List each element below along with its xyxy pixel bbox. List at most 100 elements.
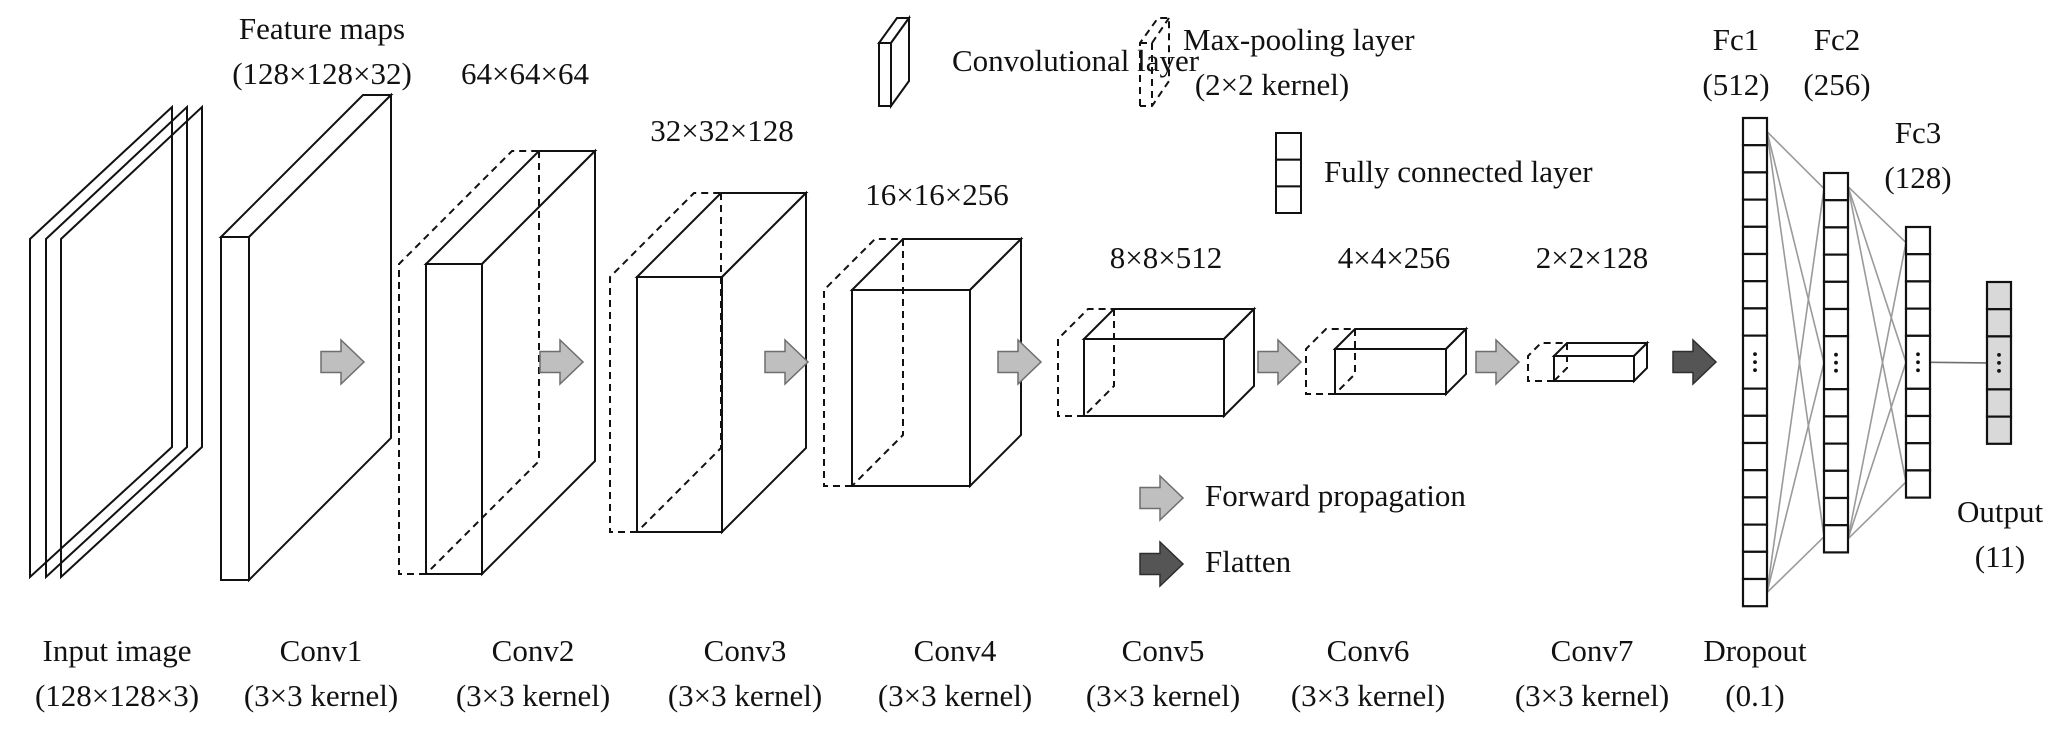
conv7-hidden-edge (1553, 343, 1568, 382)
fc2-neuron (1822, 388, 1850, 418)
legend-conv-label: Convolutional layer (952, 43, 1200, 78)
legend-arrows (1139, 474, 1185, 588)
conv6-shape-label: 4×4×256 (1338, 240, 1450, 275)
fc1-neuron (1741, 280, 1769, 310)
arrow-conv1-conv2-forward-icon (320, 338, 366, 386)
fc3-neuron (1904, 442, 1932, 472)
fc3-layer (1904, 225, 1932, 499)
vertical-ellipsis-icon (1997, 353, 2001, 373)
fc2-fc3-connection (1847, 186, 1907, 363)
legend-fc: Fully connected layer (1275, 132, 1593, 214)
vertical-ellipsis-icon (1753, 352, 1757, 372)
conv5-front-face (1083, 338, 1225, 417)
legend-flatten-label: Flatten (1205, 544, 1292, 579)
conv1-shape-label: (128×128×32) (232, 56, 412, 91)
fc1-neuron (1741, 469, 1769, 499)
conv6-conv-box (1332, 326, 1469, 397)
fc1-neuron (1741, 198, 1769, 228)
conv4-layer-detail: (3×3 kernel) (878, 678, 1032, 713)
arrow-conv2-conv3-forward-icon (539, 338, 585, 386)
output-neuron (1985, 280, 2013, 311)
conv7-conv-box (1551, 340, 1650, 384)
conv1-side-face (248, 92, 392, 583)
fc3-output-connection (1929, 361, 1988, 364)
conv2-conv-box (423, 148, 598, 577)
fc2-neuron (1822, 253, 1850, 283)
input-layer-name: Input image (43, 633, 192, 668)
conv5-conv-box (1081, 306, 1257, 419)
conv7-layer-name: Conv7 (1551, 633, 1634, 668)
fc1-neuron (1741, 523, 1769, 553)
conv-blocks (218, 92, 1650, 583)
feature-maps-label: Feature maps (239, 11, 405, 46)
legend-flatten-arrow-icon (1139, 540, 1185, 588)
input-plane-1 (29, 104, 173, 580)
fc2-layer (1822, 171, 1850, 554)
vertical-ellipsis-icon (1834, 352, 1838, 373)
fc1-neuron (1741, 496, 1769, 526)
fully-connected-layer-icon (1275, 132, 1302, 214)
fc1-neuron (1741, 144, 1769, 174)
conv5-layer-name: Conv5 (1122, 633, 1205, 668)
conv1-layer-name: Conv1 (280, 633, 363, 668)
fc2-neuron (1822, 307, 1850, 338)
fc1-fc2-connection (1766, 188, 1825, 593)
fc2-label: Fc2 (1814, 22, 1861, 57)
arrow-conv6-conv7-forward-icon (1475, 338, 1521, 386)
fc2-fc3-connection (1847, 186, 1907, 483)
fc1-label: Fc1 (1713, 22, 1760, 57)
conv2-layer-detail: (3×3 kernel) (456, 678, 610, 713)
fc3-neuron (1904, 280, 1932, 310)
fc1-neuron (1741, 441, 1769, 472)
conv3-block (609, 190, 809, 535)
conv6-layer-detail: (3×3 kernel) (1291, 678, 1445, 713)
arrow-conv3-conv4-forward-icon (764, 338, 810, 386)
flatten-arrow-icon (1672, 338, 1718, 386)
output-units: (11) (1975, 539, 2026, 574)
conv5-block (1057, 306, 1257, 419)
fc3-neuron (1904, 469, 1932, 499)
conv5-shape-label: 8×8×512 (1110, 240, 1222, 275)
input-image-planes (29, 104, 203, 580)
fc1-layer (1741, 116, 1769, 608)
fc2-fc3-connection (1847, 481, 1907, 540)
fc2-neuron (1822, 199, 1850, 229)
fc3-neuron (1904, 307, 1932, 337)
fc1-fc2-connection (1766, 131, 1825, 537)
fc2-units: (256) (1803, 67, 1870, 102)
conv4-layer-name: Conv4 (914, 633, 997, 668)
arrow-conv5-conv6-forward-icon (1257, 338, 1303, 386)
output-neuron (1985, 308, 2013, 338)
conv6-block (1305, 326, 1469, 397)
conv4-block (823, 236, 1024, 489)
conv5-layer-detail: (3×3 kernel) (1086, 678, 1240, 713)
fc1-neuron (1741, 550, 1769, 581)
fc2-fc3-connection (1847, 362, 1907, 540)
conv1-block (218, 92, 394, 583)
fc2-neuron (1822, 442, 1850, 472)
conv3-layer-name: Conv3 (704, 633, 787, 668)
legend-pool: Max-pooling layer (2×2 kernel) (1139, 17, 1415, 107)
conv6-hidden-edge (1334, 329, 1356, 395)
input-plane-2 (45, 104, 188, 580)
fc2-neuron (1822, 171, 1850, 202)
dropout-layer-name: Dropout (1703, 633, 1807, 668)
conv2-layer-name: Conv2 (492, 633, 575, 668)
fc2-neuron (1822, 280, 1850, 311)
fc1-fc2-connection (1766, 536, 1825, 594)
conv4-front-face (851, 289, 971, 487)
output-neuron (1985, 388, 2013, 418)
fc3-neuron (1904, 414, 1932, 445)
fc2-neuron (1822, 496, 1850, 527)
fc2-neuron (1822, 415, 1850, 445)
fc2-neuron (1822, 469, 1850, 500)
conv7-shape-label: 2×2×128 (1536, 240, 1648, 275)
conv2-shape-label: 64×64×64 (461, 56, 589, 91)
fc1-neuron (1741, 307, 1769, 337)
dense-connections (1766, 131, 1988, 594)
conv2-block (398, 148, 598, 577)
conv7-block (1527, 340, 1650, 384)
fc1-neuron (1741, 252, 1769, 283)
fc2-neuron (1822, 226, 1850, 256)
